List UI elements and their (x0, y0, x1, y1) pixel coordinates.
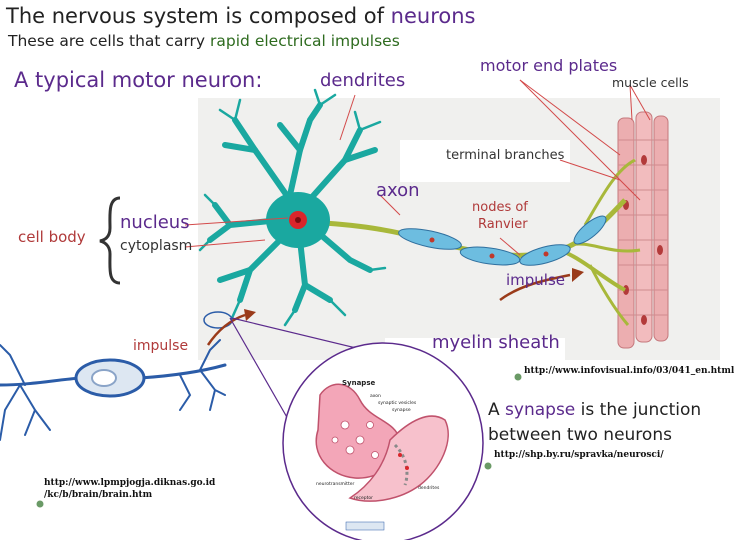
inset-label-axon: axon (370, 394, 381, 399)
label-terminal-branches: terminal branches (446, 148, 565, 163)
inset-label-neurotransmitter: neurotransmitter (316, 482, 355, 487)
label-motor-end-plates: motor end plates (480, 56, 618, 75)
page-title: The nervous system is composed of neuron… (6, 4, 475, 28)
dendrites (207, 102, 378, 313)
label-dendrites: dendrites (320, 70, 406, 91)
pointer-lines (184, 79, 651, 256)
inset-label-receptor: receptor (354, 496, 373, 501)
cell-body-brace (99, 196, 121, 285)
subtitle-highlight: rapid electrical impulses (210, 32, 400, 50)
impulse-arrow-right (499, 273, 571, 302)
inset-label-synaptic-vesicles: synaptic vesicles (378, 401, 417, 406)
url-lpmp-line1[interactable]: http://www.lpmpjogja.diknas.go.id (44, 478, 216, 488)
inset-label-synapse-title: Synapse (342, 379, 376, 387)
title-text: The nervous system is composed of (6, 4, 391, 28)
url-lpmp-line2[interactable]: /kc/b/brain/brain.htm (44, 490, 153, 500)
title-highlight: neurons (390, 4, 476, 28)
synapse-definition-line1: A synapse is the junction (488, 400, 702, 420)
diagram-heading: A typical motor neuron: (14, 68, 263, 92)
url-shp[interactable]: http://shp.by.ru/spravka/neurosci/ (494, 450, 664, 460)
label-axon: axon (376, 180, 420, 201)
label-myelin-sheath: myelin sheath (432, 332, 560, 353)
terminal-branches-label-box (400, 140, 570, 182)
inset-label-synapse: synapse (392, 408, 411, 413)
small-neuron (0, 339, 227, 441)
page-subtitle: These are cells that carry rapid electri… (8, 32, 400, 50)
impulse-arrow-left (206, 313, 246, 346)
inset-label-dendrites: dendrites (418, 486, 440, 491)
synapse-definition-line2: between two neurons (488, 425, 672, 445)
label-nucleus: nucleus (120, 212, 190, 233)
label-impulse-right: impulse (506, 271, 566, 289)
label-muscle-cells: muscle cells (612, 75, 689, 90)
label-ranvier: Ranvier (478, 217, 528, 232)
muscle-cells (617, 111, 669, 349)
bullet-icon (514, 373, 522, 381)
label-cell-body: cell body (18, 228, 86, 246)
label-nodes-of: nodes of (472, 200, 528, 215)
url-infovisual[interactable]: http://www.infovisual.info/03/041_en.htm… (524, 366, 734, 376)
subtitle-text: These are cells that carry (8, 32, 211, 50)
bullet-icon (36, 500, 44, 508)
label-cytoplasm: cytoplasm (120, 238, 193, 254)
label-impulse-left: impulse (133, 338, 189, 354)
synapse-highlight: synapse (505, 400, 576, 420)
bullet-icon (484, 462, 492, 470)
synapse-inset-drawing (315, 383, 449, 502)
